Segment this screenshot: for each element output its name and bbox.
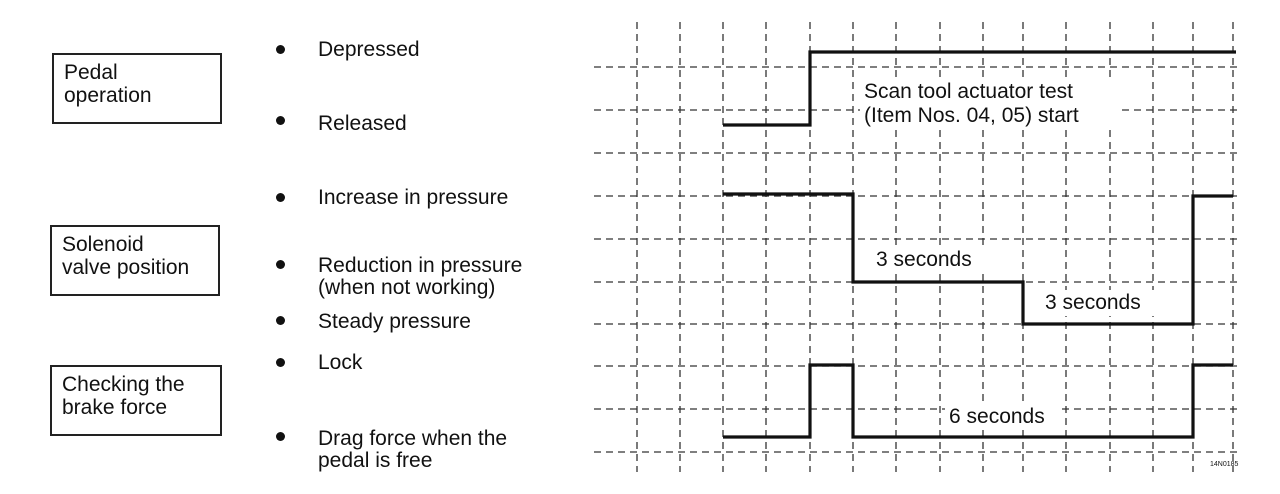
bullet-icon — [276, 45, 285, 54]
bullet-icon — [276, 358, 285, 367]
state-steady-pressure: Steady pressure — [318, 310, 471, 333]
pedal-operation-box: Pedal operation — [52, 53, 222, 124]
step1-label-bg — [872, 247, 988, 273]
figure-id: 14N0185 — [1210, 461, 1239, 468]
bullet-icon — [276, 260, 285, 269]
brake-force-box: Checking the brake force — [50, 365, 222, 436]
state-drag-force: Drag force when the pedal is free — [318, 427, 508, 472]
bullet-icon — [276, 193, 285, 202]
pedal-label-line1: Pedal — [64, 61, 118, 84]
pedal-signal-line — [723, 50, 1236, 127]
state-lock: Lock — [318, 351, 363, 374]
pedal-label-line2: operation — [64, 84, 152, 107]
solenoid-label-line2: valve position — [62, 256, 190, 279]
state-released: Released — [318, 112, 407, 135]
brake-label-line1: Checking the — [62, 373, 185, 396]
solenoid-step2-duration: 3 seconds — [1045, 291, 1141, 314]
solenoid-valve-position-box: Solenoid valve position — [50, 225, 220, 296]
state-increase-pressure: Increase in pressure — [318, 186, 509, 209]
brake-duration-label: 6 seconds — [949, 405, 1045, 428]
bullet-icon — [276, 432, 285, 441]
state-reduction-pressure: Reduction in pressure (when not working) — [318, 254, 523, 299]
step2-label-bg — [1041, 290, 1157, 316]
solenoid-step1-duration: 3 seconds — [876, 248, 972, 271]
scan-tool-label-line2: (Item Nos. 04, 05) start — [864, 104, 1079, 127]
scan-tool-label-bg — [860, 78, 1120, 128]
bullet-icon — [276, 316, 285, 325]
brake-force-signal-line — [723, 363, 1233, 439]
bullet-icon — [276, 116, 285, 125]
scan-tool-label-line1: Scan tool actuator test — [864, 80, 1073, 103]
solenoid-label-line1: Solenoid — [62, 233, 144, 256]
brake-label-line2: brake force — [62, 396, 168, 419]
brake-label-bg — [945, 404, 1061, 430]
solenoid-signal-line — [723, 192, 1233, 326]
state-depressed: Depressed — [318, 38, 420, 61]
